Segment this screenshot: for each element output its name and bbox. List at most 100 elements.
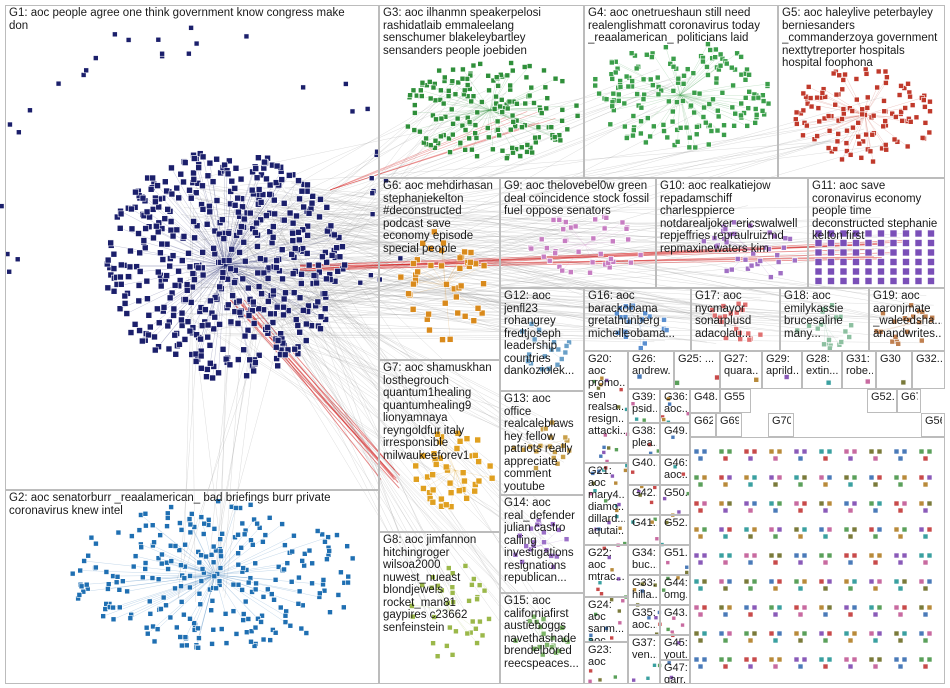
g4-node [592, 76, 599, 82]
g5-node [853, 76, 860, 82]
g4-node [623, 73, 630, 80]
link-edge [294, 188, 550, 219]
g11-node [877, 239, 885, 247]
g1-ring-node [300, 84, 306, 91]
g1-node [309, 193, 316, 200]
g1-node [237, 175, 245, 183]
group-box-g49: G49... [660, 423, 690, 455]
g3-edge [489, 109, 494, 150]
g1-ring-node [188, 25, 194, 31]
g-mid-17-node [733, 309, 740, 316]
g5-node [927, 108, 933, 115]
g3-node [477, 61, 484, 67]
g1-node [308, 199, 316, 207]
group-label-g9: G9: aoc thelovebel0w green deal coincide… [504, 180, 650, 217]
g2-node [105, 586, 111, 592]
g1-node [117, 210, 125, 218]
g1-node [264, 324, 272, 331]
g1-node [164, 206, 172, 213]
g3-node [504, 155, 510, 161]
g-mid-18-node [820, 306, 826, 313]
g2-edge [214, 562, 288, 576]
g-mid-17-node [709, 307, 715, 313]
g-mid-12-node [528, 321, 535, 327]
small-group-node [872, 455, 879, 462]
g4-node [628, 50, 635, 57]
group-box-g51: G51... [660, 545, 690, 575]
small-group-node [897, 611, 904, 618]
g5-node [842, 71, 848, 78]
g8-node [430, 640, 436, 646]
g8-node [469, 618, 476, 625]
small-group-node [843, 578, 850, 585]
g1-node [274, 362, 281, 370]
g7-node [474, 436, 481, 444]
group-label-g11: G11: aoc save coronavirus economy people… [812, 180, 938, 242]
g2-node [240, 611, 247, 617]
g1-node [239, 203, 246, 211]
link-edge [288, 96, 702, 254]
link-edge [186, 250, 645, 327]
group-box-g72: G70 [768, 413, 794, 437]
g1-node [219, 216, 226, 223]
group-label-g22: G22: aoc mtrac... [588, 547, 625, 583]
g1-node [204, 321, 212, 329]
g1-node [225, 230, 232, 237]
g-mid-13-node [542, 425, 549, 432]
g2-node [174, 624, 180, 631]
g9-node [538, 236, 545, 243]
g1-node [110, 265, 118, 272]
g1-node [128, 225, 136, 233]
g5-node [902, 105, 908, 111]
g5-node [800, 107, 807, 114]
g2-node [277, 604, 284, 611]
g1-edge [224, 259, 279, 266]
g2-node [154, 626, 161, 632]
small-group-node [772, 585, 779, 592]
g5-node [855, 133, 862, 140]
g5-node [840, 106, 847, 112]
link-edge [285, 142, 890, 319]
g4-node [631, 127, 637, 133]
g2-node [319, 531, 325, 538]
g2-node [187, 521, 194, 528]
small-group-node [801, 526, 808, 533]
small-group-node [797, 481, 804, 488]
g1-node [224, 301, 232, 309]
g9-node [608, 256, 614, 262]
small-group-node [801, 604, 808, 611]
g-mid-12-node [526, 351, 532, 358]
small-group-node [843, 552, 850, 559]
g1-node [226, 361, 234, 369]
g3-node [493, 100, 500, 107]
g1-edge [224, 202, 262, 266]
g5-node [926, 129, 933, 136]
group-label-g67: G62 [694, 415, 713, 427]
g7-node [455, 487, 463, 495]
red-edge [299, 252, 896, 272]
link-edge [204, 184, 715, 321]
g5-node [833, 91, 840, 98]
g1-node [166, 294, 174, 302]
g1-node [168, 190, 176, 198]
g4-node [633, 65, 640, 72]
link-edge [262, 237, 593, 246]
g1-node [280, 200, 288, 207]
small-group-node [918, 474, 925, 481]
g1-node [153, 222, 160, 230]
g11-node [927, 267, 935, 276]
g1-edge [224, 264, 326, 309]
g3-node [410, 87, 417, 94]
g-mid-17-node [737, 336, 744, 342]
g4-node [621, 100, 628, 107]
g7-node [453, 445, 461, 452]
small-group-node [843, 604, 850, 611]
g1-node [206, 159, 214, 167]
small-group-node [922, 611, 929, 618]
g5-node [808, 103, 815, 110]
g9-node [568, 269, 574, 275]
g-mid-14-node [555, 527, 562, 533]
g5-edge [814, 114, 866, 140]
g11-node [839, 267, 848, 276]
small-group-node [818, 448, 825, 455]
